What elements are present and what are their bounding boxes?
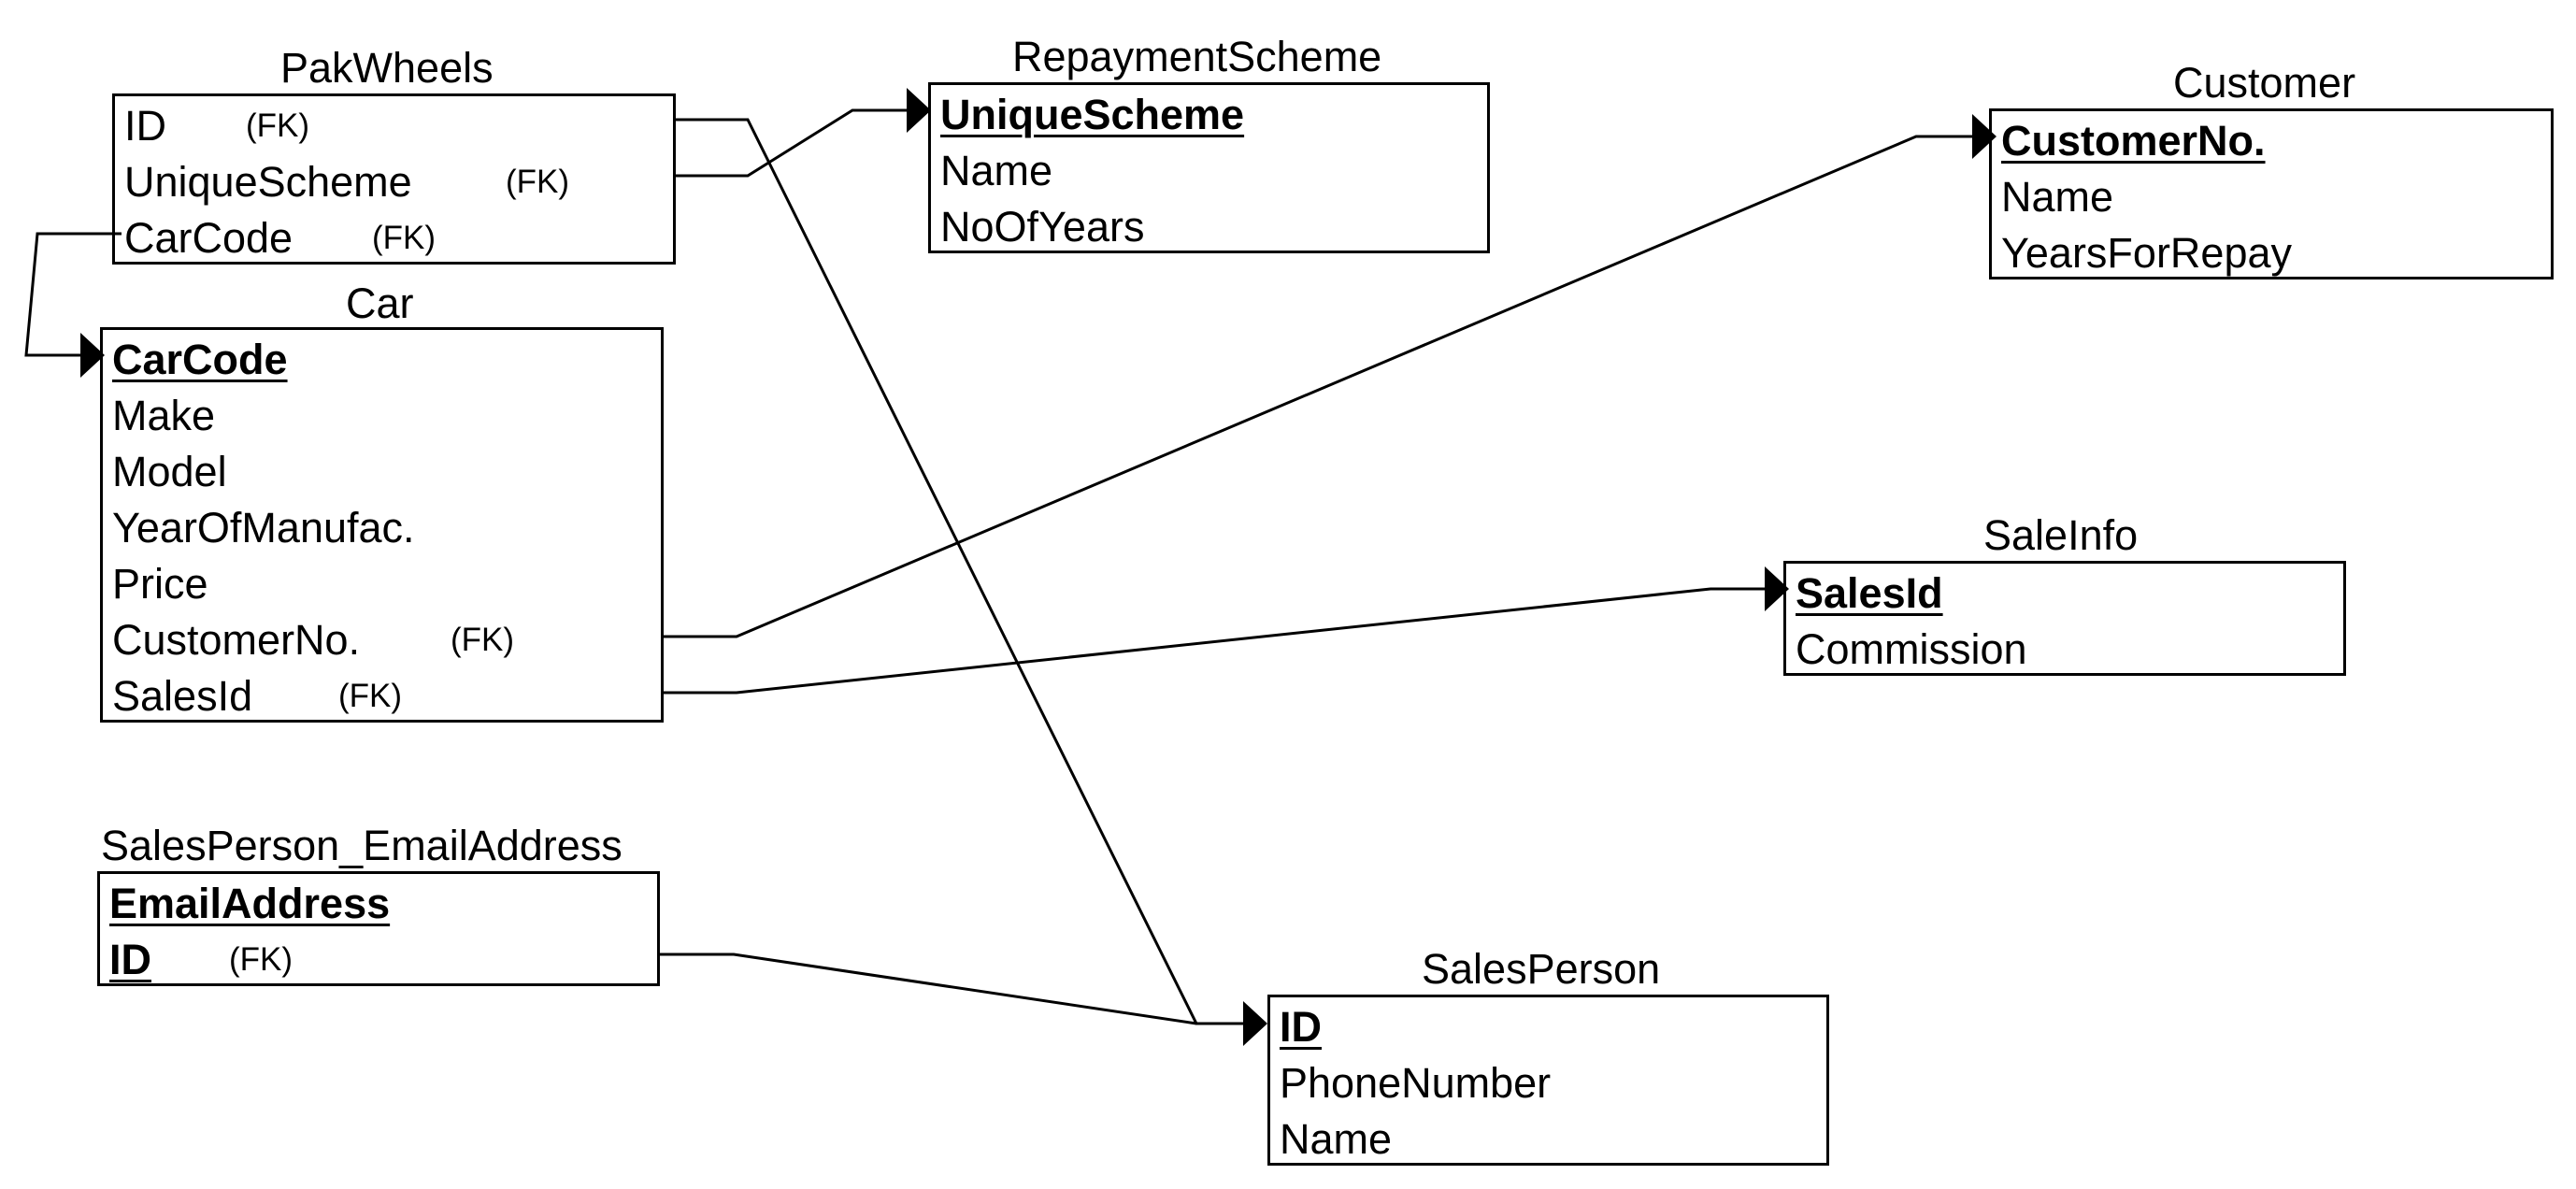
attribute-row: Name xyxy=(940,143,1487,199)
saleinfo-table-name: SaleInfo xyxy=(1983,511,2139,559)
attribute-label: ID xyxy=(124,102,166,150)
customer-entity: CustomerNo. Name YearsForRepay xyxy=(1989,108,2554,279)
attribute-label: Model xyxy=(112,448,227,495)
fk-marker: (FK) xyxy=(451,622,515,658)
connector-pakwheels-carcode-to-car xyxy=(24,232,122,357)
attribute-row: CustomerNo. (FK) xyxy=(112,612,661,668)
arrow-head-salesperson-id xyxy=(1243,1001,1267,1046)
attribute-row: Model xyxy=(112,444,661,500)
customer-table-name: Customer xyxy=(2173,59,2356,107)
attribute-row: YearOfManufac. xyxy=(112,500,661,556)
attribute-row: EmailAddress xyxy=(109,876,657,932)
attribute-label: YearOfManufac. xyxy=(112,504,415,552)
arrow-head-car-carcode xyxy=(80,333,105,378)
attribute-label: UniqueScheme xyxy=(124,158,412,206)
attribute-row: Commission xyxy=(1796,622,2343,678)
attribute-row: CarCode (FK) xyxy=(124,210,673,266)
primary-key-label: ID xyxy=(109,936,151,983)
fk-marker: (FK) xyxy=(372,220,436,256)
attribute-row: Make xyxy=(112,388,661,444)
fk-marker: (FK) xyxy=(338,678,403,714)
connector-spemail-id-to-salesperson-id xyxy=(660,953,1197,1025)
attribute-label: Name xyxy=(940,147,1053,194)
spemail-entity: EmailAddress ID (FK) xyxy=(97,871,660,986)
attribute-label: CustomerNo. xyxy=(112,616,361,664)
attribute-row: CarCode xyxy=(112,332,661,388)
attribute-label: Price xyxy=(112,560,208,608)
attribute-label: CarCode xyxy=(124,214,293,262)
primary-key-label: ID xyxy=(1280,1003,1322,1051)
connector-car-salesid-to-saleinfo xyxy=(664,587,1765,695)
attribute-row: Name xyxy=(2001,169,2551,225)
attribute-row: UniqueScheme (FK) xyxy=(124,154,673,210)
attribute-row: UniqueScheme xyxy=(940,87,1487,143)
attribute-row: SalesId (FK) xyxy=(112,668,661,724)
fk-marker: (FK) xyxy=(506,164,570,200)
car-entity: CarCode Make Model YearOfManufac. Price … xyxy=(100,327,664,723)
attribute-label: YearsForRepay xyxy=(2001,229,2293,277)
primary-key-label: CarCode xyxy=(112,336,288,383)
repayment-table-name: RepaymentScheme xyxy=(1012,33,1382,80)
attribute-label: SalesId xyxy=(112,672,253,720)
salesperson-table-name: SalesPerson xyxy=(1422,945,1661,993)
attribute-row: SalesId xyxy=(1796,566,2343,622)
attribute-row: ID (FK) xyxy=(109,932,657,988)
spemail-table-name: SalesPerson_EmailAddress xyxy=(101,822,623,869)
attribute-label: Make xyxy=(112,392,216,439)
arrow-head-customer-customerno xyxy=(1972,114,1996,159)
connector-car-customerno-to-customer xyxy=(664,135,1972,638)
attribute-row: ID xyxy=(1280,999,1826,1055)
car-table-name: Car xyxy=(346,279,414,327)
primary-key-label: UniqueScheme xyxy=(940,91,1245,138)
fk-marker: (FK) xyxy=(229,941,293,978)
attribute-row: Name xyxy=(1280,1111,1826,1168)
attribute-label: Name xyxy=(1280,1115,1393,1163)
pakwheels-table-name: PakWheels xyxy=(280,44,494,92)
repayment-entity: UniqueScheme Name NoOfYears xyxy=(928,82,1490,253)
attribute-row: PhoneNumber xyxy=(1280,1055,1826,1111)
attribute-row: ID (FK) xyxy=(124,98,673,154)
attribute-label: Commission xyxy=(1796,625,2027,673)
arrow-head-repayment-uniquescheme xyxy=(907,88,931,133)
attribute-row: CustomerNo. xyxy=(2001,113,2551,169)
attribute-label: NoOfYears xyxy=(940,203,1145,251)
attribute-label: Name xyxy=(2001,173,2114,221)
salesperson-entity: ID PhoneNumber Name xyxy=(1267,995,1829,1166)
connector-pakwheels-uniquescheme-to-repayment xyxy=(676,108,907,178)
primary-key-label: CustomerNo. xyxy=(2001,117,2266,165)
saleinfo-entity: SalesId Commission xyxy=(1783,561,2346,676)
pakwheels-entity: ID (FK) UniqueScheme (FK) CarCode (FK) xyxy=(112,93,676,265)
attribute-row: YearsForRepay xyxy=(2001,225,2551,281)
arrow-head-saleinfo-salesid xyxy=(1765,566,1789,611)
attribute-row: NoOfYears xyxy=(940,199,1487,255)
fk-marker: (FK) xyxy=(246,107,310,144)
connector-pakwheels-id-to-salesperson-id xyxy=(676,118,1243,1025)
primary-key-label: EmailAddress xyxy=(109,880,391,927)
primary-key-label: SalesId xyxy=(1796,569,1943,617)
attribute-label: PhoneNumber xyxy=(1280,1059,1552,1107)
attribute-row: Price xyxy=(112,556,661,612)
